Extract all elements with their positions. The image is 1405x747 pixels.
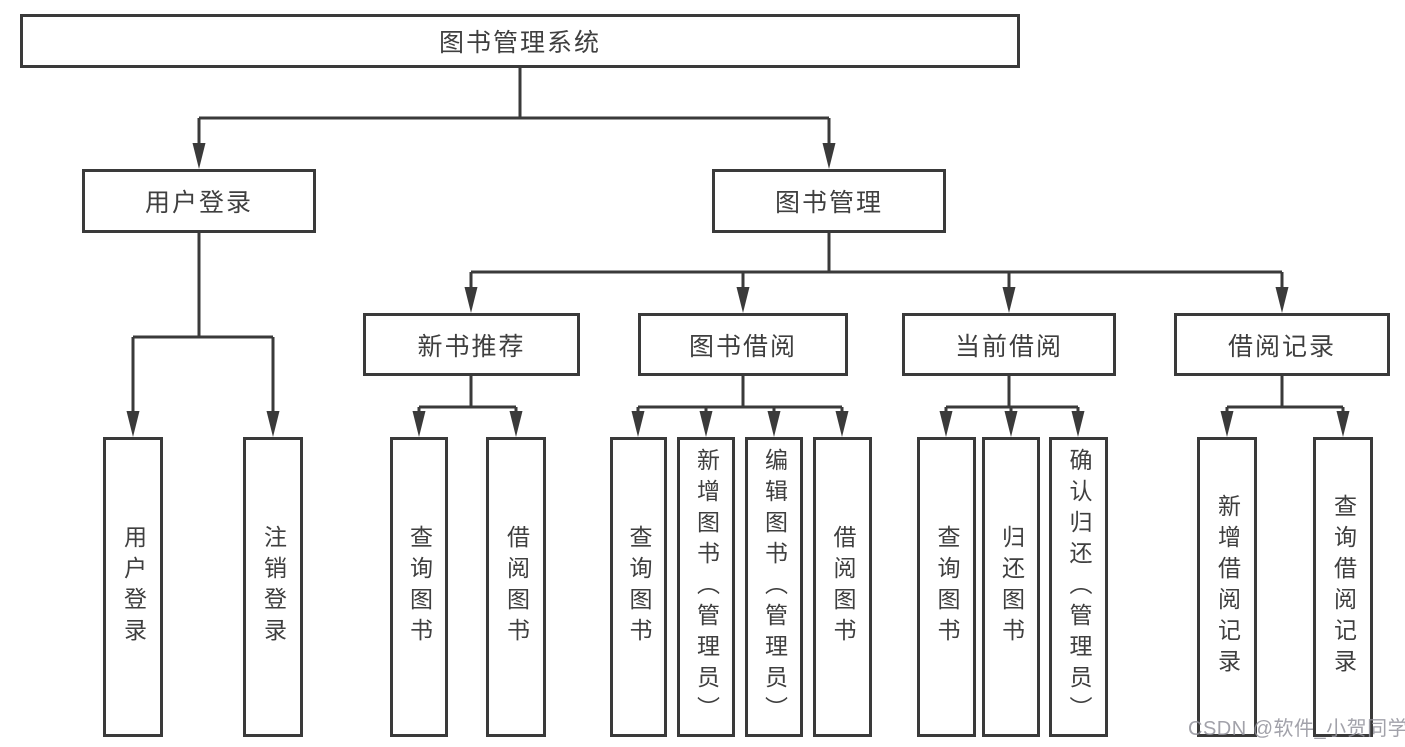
leaf-borrow-add-books-admin: 新增图书（管理员）	[677, 437, 735, 737]
node-borrow-records: 借阅记录	[1174, 313, 1390, 376]
leaf-borrow-search-books: 查询图书	[610, 437, 667, 737]
leaf-current-return-books: 归还图书	[982, 437, 1040, 737]
leaf-current-search-books: 查询图书	[917, 437, 976, 737]
node-user-login: 用户登录	[82, 169, 316, 233]
node-new-book-recommend: 新书推荐	[363, 313, 580, 376]
leaf-recommend-search-books: 查询图书	[390, 437, 448, 737]
leaf-borrow-edit-books-admin: 编辑图书（管理员）	[745, 437, 803, 737]
leaf-current-confirm-return-admin: 确认归还（管理员）	[1049, 437, 1108, 737]
watermark-text: CSDN @软件_小贺同学	[1188, 718, 1405, 740]
leaf-recommend-borrow-books: 借阅图书	[486, 437, 546, 737]
leaf-borrow-borrow-books: 借阅图书	[813, 437, 872, 737]
leaf-logout: 注销登录	[243, 437, 303, 737]
node-library-system: 图书管理系统	[20, 14, 1020, 68]
node-current-borrow: 当前借阅	[902, 313, 1116, 376]
node-book-management: 图书管理	[712, 169, 946, 233]
leaf-user-login: 用户登录	[103, 437, 163, 737]
node-book-borrow: 图书借阅	[638, 313, 848, 376]
leaf-record-search-borrow-record: 查询借阅记录	[1313, 437, 1373, 737]
leaf-record-add-borrow-record: 新增借阅记录	[1197, 437, 1257, 737]
